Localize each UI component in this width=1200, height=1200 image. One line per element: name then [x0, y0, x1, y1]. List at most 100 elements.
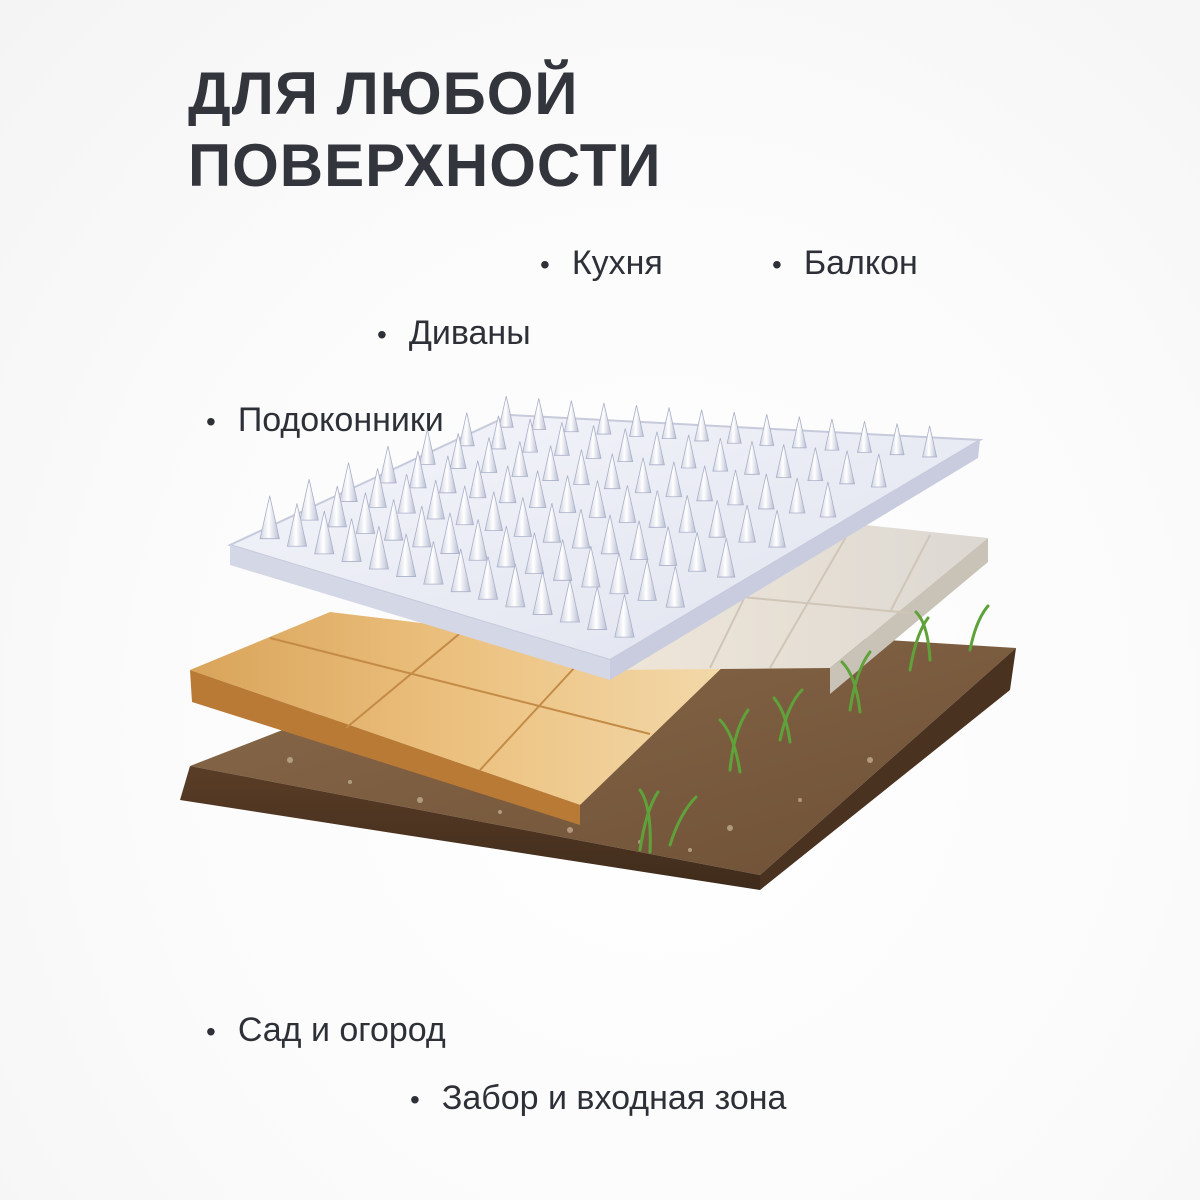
spike	[665, 461, 683, 498]
spike	[603, 453, 621, 490]
surface-label-kitchen: • Кухня	[540, 243, 663, 285]
spike	[581, 546, 601, 588]
spike	[678, 495, 697, 533]
spike	[573, 449, 590, 486]
spike	[609, 552, 629, 595]
spike	[299, 479, 319, 521]
surface-label-fence: • Забор и входная зона	[410, 1078, 786, 1120]
spike	[757, 473, 775, 510]
spike	[839, 450, 856, 485]
spike	[368, 526, 389, 570]
spike	[618, 485, 637, 523]
spike	[614, 594, 635, 638]
spike	[694, 409, 710, 442]
spike-mat-icon	[227, 395, 984, 680]
spike	[513, 497, 533, 537]
spike	[532, 571, 553, 615]
spike	[480, 437, 498, 473]
bullet-icon: •	[206, 1016, 216, 1047]
spike	[396, 533, 417, 577]
surface-label-windowsills: •Подоконники	[206, 400, 444, 442]
title-line-2: ПОВЕРХНОСТИ	[188, 132, 662, 199]
spike	[440, 512, 460, 554]
spike	[696, 465, 714, 502]
spike	[355, 492, 376, 534]
surface-label-text: Забор и входная зона	[441, 1079, 787, 1117]
spike	[585, 425, 602, 459]
spike	[505, 563, 526, 608]
surface-label-text: Балкон	[803, 244, 918, 282]
spike	[496, 525, 517, 568]
spike	[726, 411, 742, 444]
spike	[665, 566, 686, 608]
spike	[634, 457, 652, 494]
spike	[558, 475, 577, 513]
spike	[856, 421, 872, 453]
spike	[477, 556, 499, 600]
spike	[563, 400, 579, 433]
spike	[775, 444, 792, 478]
bullet-icon: •	[540, 249, 550, 280]
spike	[637, 559, 657, 601]
spike	[468, 519, 488, 561]
spike	[588, 480, 607, 518]
spike	[600, 514, 620, 555]
spike	[528, 470, 547, 509]
spike	[259, 495, 280, 540]
spike	[455, 485, 475, 526]
spike	[423, 541, 444, 585]
spike	[412, 505, 432, 548]
surface-label-text: Сад и огород	[237, 1011, 446, 1049]
page-title: ДЛЯ ЛЮБОЙ ПОВЕРХНОСТИ	[188, 58, 662, 202]
spike	[824, 418, 840, 451]
spike	[571, 508, 591, 549]
title-line-1: ДЛЯ ЛЮБОЙ	[188, 60, 579, 127]
spike	[498, 395, 514, 428]
spike	[727, 469, 744, 506]
surface-label-sofas: • Диваны	[377, 313, 531, 355]
spike	[524, 532, 545, 575]
surface-label-text: Диваны	[408, 314, 531, 352]
bullet-icon: •	[410, 1084, 420, 1115]
surface-label-text: Кухня	[571, 244, 663, 282]
spike	[716, 538, 736, 578]
spike	[522, 418, 539, 453]
surface-label-balcony: • Балкон	[772, 243, 918, 285]
spike	[383, 499, 404, 541]
spike	[759, 414, 775, 446]
bullet-icon: •	[772, 249, 782, 280]
bullet-icon: •	[377, 319, 387, 350]
spike	[542, 503, 562, 543]
spike	[628, 405, 645, 437]
spike	[339, 462, 358, 502]
spike	[687, 532, 707, 572]
spike	[559, 579, 581, 623]
spike	[738, 505, 756, 543]
layered-surfaces-illustration	[180, 395, 1016, 890]
grass-icon	[638, 604, 990, 854]
spike	[409, 450, 427, 489]
spike	[458, 412, 475, 447]
spike	[438, 455, 457, 494]
surface-label-garden: • Сад и огород	[206, 1010, 446, 1052]
spike	[870, 453, 887, 488]
spike	[368, 468, 387, 508]
spike	[397, 474, 416, 514]
spike	[712, 437, 729, 472]
spike	[449, 433, 467, 469]
spike	[922, 425, 938, 458]
spike	[768, 509, 786, 548]
spike	[484, 491, 504, 531]
spike	[553, 422, 570, 456]
spike	[819, 481, 837, 518]
spike	[468, 460, 487, 499]
spike	[531, 398, 547, 430]
spike	[498, 465, 517, 504]
spike	[379, 445, 397, 484]
spike	[617, 428, 634, 463]
spike	[661, 407, 677, 440]
spike	[314, 510, 335, 555]
spike	[327, 485, 347, 528]
spike	[708, 500, 727, 538]
